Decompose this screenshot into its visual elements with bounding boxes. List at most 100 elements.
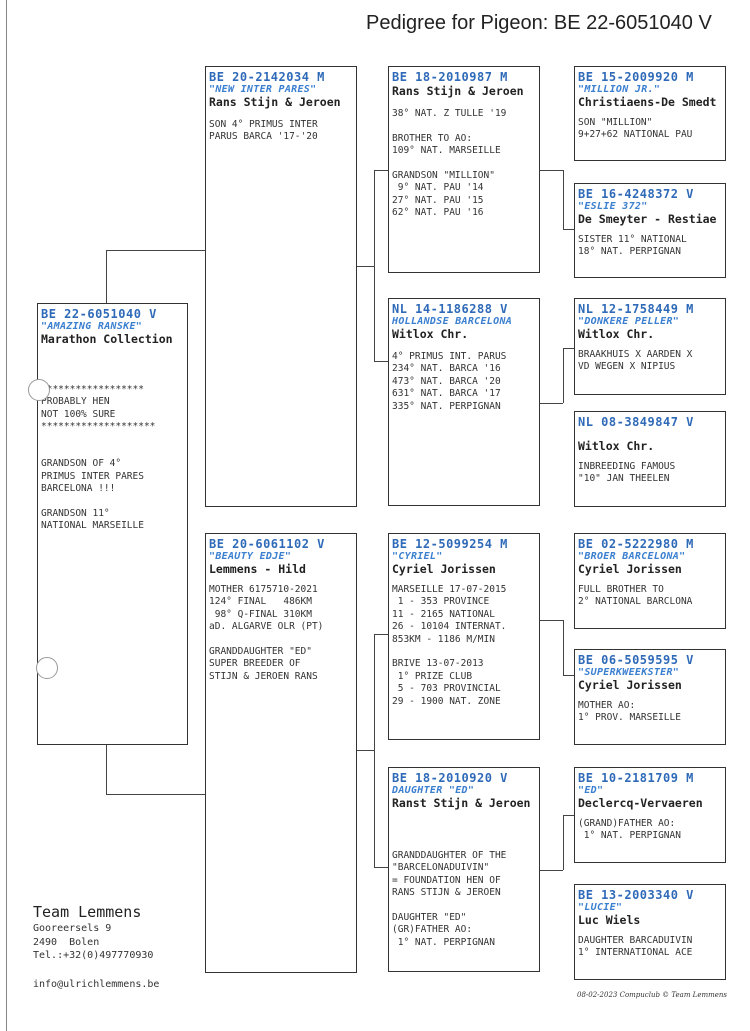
pigeon-nickname: "ESLIE 372" xyxy=(578,201,648,212)
pigeon-nickname: "BROER BARCELONA" xyxy=(578,551,686,562)
pedigree-card-dsd[interactable]: BE 06-5059595 V "SUPERKWEEKSTER" Cyriel … xyxy=(574,649,726,745)
pedigree-card-dam[interactable]: BE 20-6061102 V "BEAUTY EDJE" Lemmens - … xyxy=(205,533,357,973)
pedigree-card-sire-sire[interactable]: BE 18-2010987 M Rans Stijn & Jeroen 38° … xyxy=(388,66,540,273)
ring-number: BE 02-5222980 M xyxy=(578,537,694,551)
pedigree-notes: INBREEDING FAMOUS "10" JAN THEELEN xyxy=(578,461,676,485)
pedigree-card-sds[interactable]: NL 12-1758449 M "DONKERE PELLER" Witlox … xyxy=(574,298,726,395)
connector-line xyxy=(356,266,374,267)
connector-line xyxy=(374,361,388,362)
breeder-address: Gooreersels 9 2490 Bolen Tel.:+32(0)4977… xyxy=(33,923,154,961)
pedigree-notes: (GRAND)FATHER AO: 1° NAT. PERPIGNAN xyxy=(578,818,681,842)
connector-line xyxy=(106,794,205,795)
ring-number: NL 14-1186288 V xyxy=(392,302,508,316)
pigeon-nickname: "MILLION JR." xyxy=(578,84,661,95)
connector-line xyxy=(106,250,107,304)
ring-number: BE 15-2009920 M xyxy=(578,70,694,84)
connector-line xyxy=(374,634,375,868)
connector-line xyxy=(106,250,205,251)
owner-name: De Smeyter - Restiae xyxy=(578,212,717,226)
connector-line xyxy=(563,815,574,816)
breeder-name: Team Lemmens xyxy=(33,903,142,921)
connector-line xyxy=(374,634,388,635)
owner-name: Cyriel Jorissen xyxy=(392,562,496,576)
connector-line xyxy=(563,348,564,403)
ring-number: BE 20-2142034 M xyxy=(209,70,325,84)
pedigree-card-dss[interactable]: BE 02-5222980 M "BROER BARCELONA" Cyriel… xyxy=(574,533,726,629)
pedigree-card-dam-sire[interactable]: BE 12-5099254 M "CYRIEL" Cyriel Jorissen… xyxy=(388,533,540,740)
pigeon-nickname: "AMAZING RANSKE" xyxy=(41,321,143,332)
connector-line xyxy=(563,815,564,870)
page-title: Pedigree for Pigeon: BE 22-6051040 V xyxy=(366,12,712,34)
owner-name: Cyriel Jorissen xyxy=(578,562,682,576)
owner-name: Witlox Chr. xyxy=(392,327,469,341)
pedigree-card-ssd[interactable]: BE 16-4248372 V "ESLIE 372" De Smeyter -… xyxy=(574,183,726,278)
pedigree-card-sdd[interactable]: NL 08-3849847 V Witlox Chr. INBREEDING F… xyxy=(574,411,726,507)
pigeon-nickname: DAUGHTER "ED" xyxy=(392,785,475,796)
pigeon-nickname: "LUCIE" xyxy=(578,902,623,913)
pedigree-card-sire[interactable]: BE 20-2142034 M "NEW INTER PARES" Rans S… xyxy=(205,66,357,507)
owner-name: Marathon Collection xyxy=(41,332,173,346)
pedigree-notes: FULL BROTHER TO 2° NATIONAL BARCLONA xyxy=(578,584,693,608)
pedigree-notes: GRANDDAUGHTER OF THE "BARCELONADUIVIN" =… xyxy=(392,850,507,948)
ring-number: BE 12-5099254 M xyxy=(392,537,508,551)
owner-name: Declercq-Vervaeren xyxy=(578,796,703,810)
connector-line xyxy=(540,403,563,404)
pedigree-card-sire-dam[interactable]: NL 14-1186288 V HOLLANDSE BARCELONA Witl… xyxy=(388,298,540,506)
owner-name: Lemmens - Hild xyxy=(209,562,306,576)
pedigree-notes: MARSEILLE 17-07-2015 1 - 353 PROVINCE 11… xyxy=(392,584,507,707)
ring-number: BE 18-2010920 V xyxy=(392,771,508,785)
owner-name: Witlox Chr. xyxy=(578,439,655,453)
ring-number: BE 16-4248372 V xyxy=(578,187,694,201)
connector-line xyxy=(374,170,388,171)
connector-line xyxy=(563,170,564,230)
pedigree-notes: SISTER 11° NATIONAL 18° NAT. PERPIGNAN xyxy=(578,234,687,258)
connector-line xyxy=(540,870,563,871)
owner-name: Witlox Chr. xyxy=(578,327,655,341)
pedigree-card-dds[interactable]: BE 10-2181709 M "ED" Declercq-Vervaeren … xyxy=(574,767,726,863)
ring-number: BE 22-6051040 V xyxy=(41,307,157,321)
pigeon-nickname: "NEW INTER PARES" xyxy=(209,84,317,95)
pigeon-nickname: "CYRIEL" xyxy=(392,551,443,562)
pedigree-card-dam-dam[interactable]: BE 18-2010920 V DAUGHTER "ED" Ranst Stij… xyxy=(388,767,540,972)
connector-line xyxy=(106,745,107,795)
pedigree-notes: DAUGHTER BARCADUIVIN 1° INTERNATIONAL AC… xyxy=(578,935,693,959)
pedigree-card-subject[interactable]: BE 22-6051040 V "AMAZING RANSKE" Maratho… xyxy=(37,303,188,745)
pedigree-notes: ****************** PROBABLY HEN NOT 100%… xyxy=(41,384,156,532)
pedigree-notes: SON 4° PRIMUS INTER PARUS BARCA '17-'20 xyxy=(209,119,318,143)
owner-name: Christiaens-De Smedt xyxy=(578,95,717,109)
ring-number: NL 12-1758449 M xyxy=(578,302,694,316)
connector-line xyxy=(374,867,388,868)
pedigree-notes: MOTHER AO: 1° PROV. MARSEILLE xyxy=(578,700,681,724)
connector-line xyxy=(563,620,564,675)
pigeon-nickname: HOLLANDSE BARCELONA xyxy=(392,316,513,327)
pigeon-nickname: "SUPERKWEEKSTER" xyxy=(578,667,680,678)
connector-line xyxy=(563,675,574,676)
ring-number: NL 08-3849847 V xyxy=(578,415,694,429)
connector-line xyxy=(540,620,563,621)
pedigree-card-ddd[interactable]: BE 13-2003340 V "LUCIE" Luc Wiels DAUGHT… xyxy=(574,884,726,980)
pigeon-nickname: "DONKERE PELLER" xyxy=(578,316,680,327)
connector-line xyxy=(374,170,375,362)
owner-name: Rans Stijn & Jeroen xyxy=(392,84,524,98)
pigeon-nickname: "ED" xyxy=(578,785,604,796)
ring-number: BE 06-5059595 V xyxy=(578,653,694,667)
punch-hole xyxy=(28,379,50,401)
pedigree-notes: BRAAKHUIS X AARDEN X VD WEGEN X NIPIUS xyxy=(578,349,693,373)
punch-hole xyxy=(36,657,58,679)
page-edge xyxy=(6,0,7,1031)
connector-line xyxy=(563,348,574,349)
owner-name: Cyriel Jorissen xyxy=(578,678,682,692)
ring-number: BE 20-6061102 V xyxy=(209,537,325,551)
ring-number: BE 10-2181709 M xyxy=(578,771,694,785)
pedigree-notes: SON "MILLION" 9+27+62 NATIONAL PAU xyxy=(578,117,693,141)
connector-line xyxy=(356,750,374,751)
owner-name: Luc Wiels xyxy=(578,913,641,927)
owner-name: Rans Stijn & Jeroen xyxy=(209,95,341,109)
pigeon-nickname: "BEAUTY EDJE" xyxy=(209,551,292,562)
pedigree-notes: MOTHER 6175710-2021 124° FINAL 486KM 98°… xyxy=(209,584,324,682)
pedigree-notes: 4° PRIMUS INT. PARUS 234° NAT. BARCA '16… xyxy=(392,351,507,412)
ring-number: BE 13-2003340 V xyxy=(578,888,694,902)
owner-name: Ranst Stijn & Jeroen xyxy=(392,796,531,810)
breeder-email[interactable]: info@ulrichlemmens.be xyxy=(33,979,160,990)
pedigree-card-sss[interactable]: BE 15-2009920 M "MILLION JR." Christiaen… xyxy=(574,66,726,161)
